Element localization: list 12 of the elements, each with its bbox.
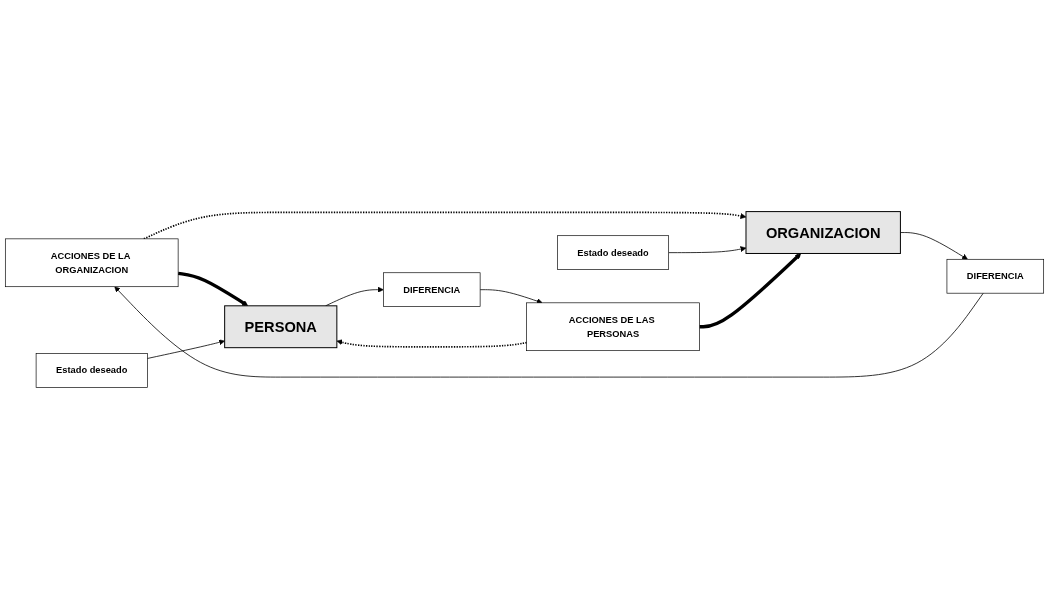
node-box: ORGANIZACION [745,211,901,254]
node-box: DIFERENCIA [946,258,1044,294]
arrow [177,271,249,307]
node-box: PERSONA [224,305,338,349]
node-box: ACCIONES DE LAS PERSONAS [526,302,700,351]
arrow [699,253,802,329]
arrow [143,211,747,240]
node-box: Estado deseado [557,235,669,270]
node-box: DIFERENCIA [383,272,481,307]
node-box: Estado deseado [35,353,148,388]
arrow [336,339,528,348]
node-box: ACCIONES DE LA ORGANIZACION [5,238,179,288]
